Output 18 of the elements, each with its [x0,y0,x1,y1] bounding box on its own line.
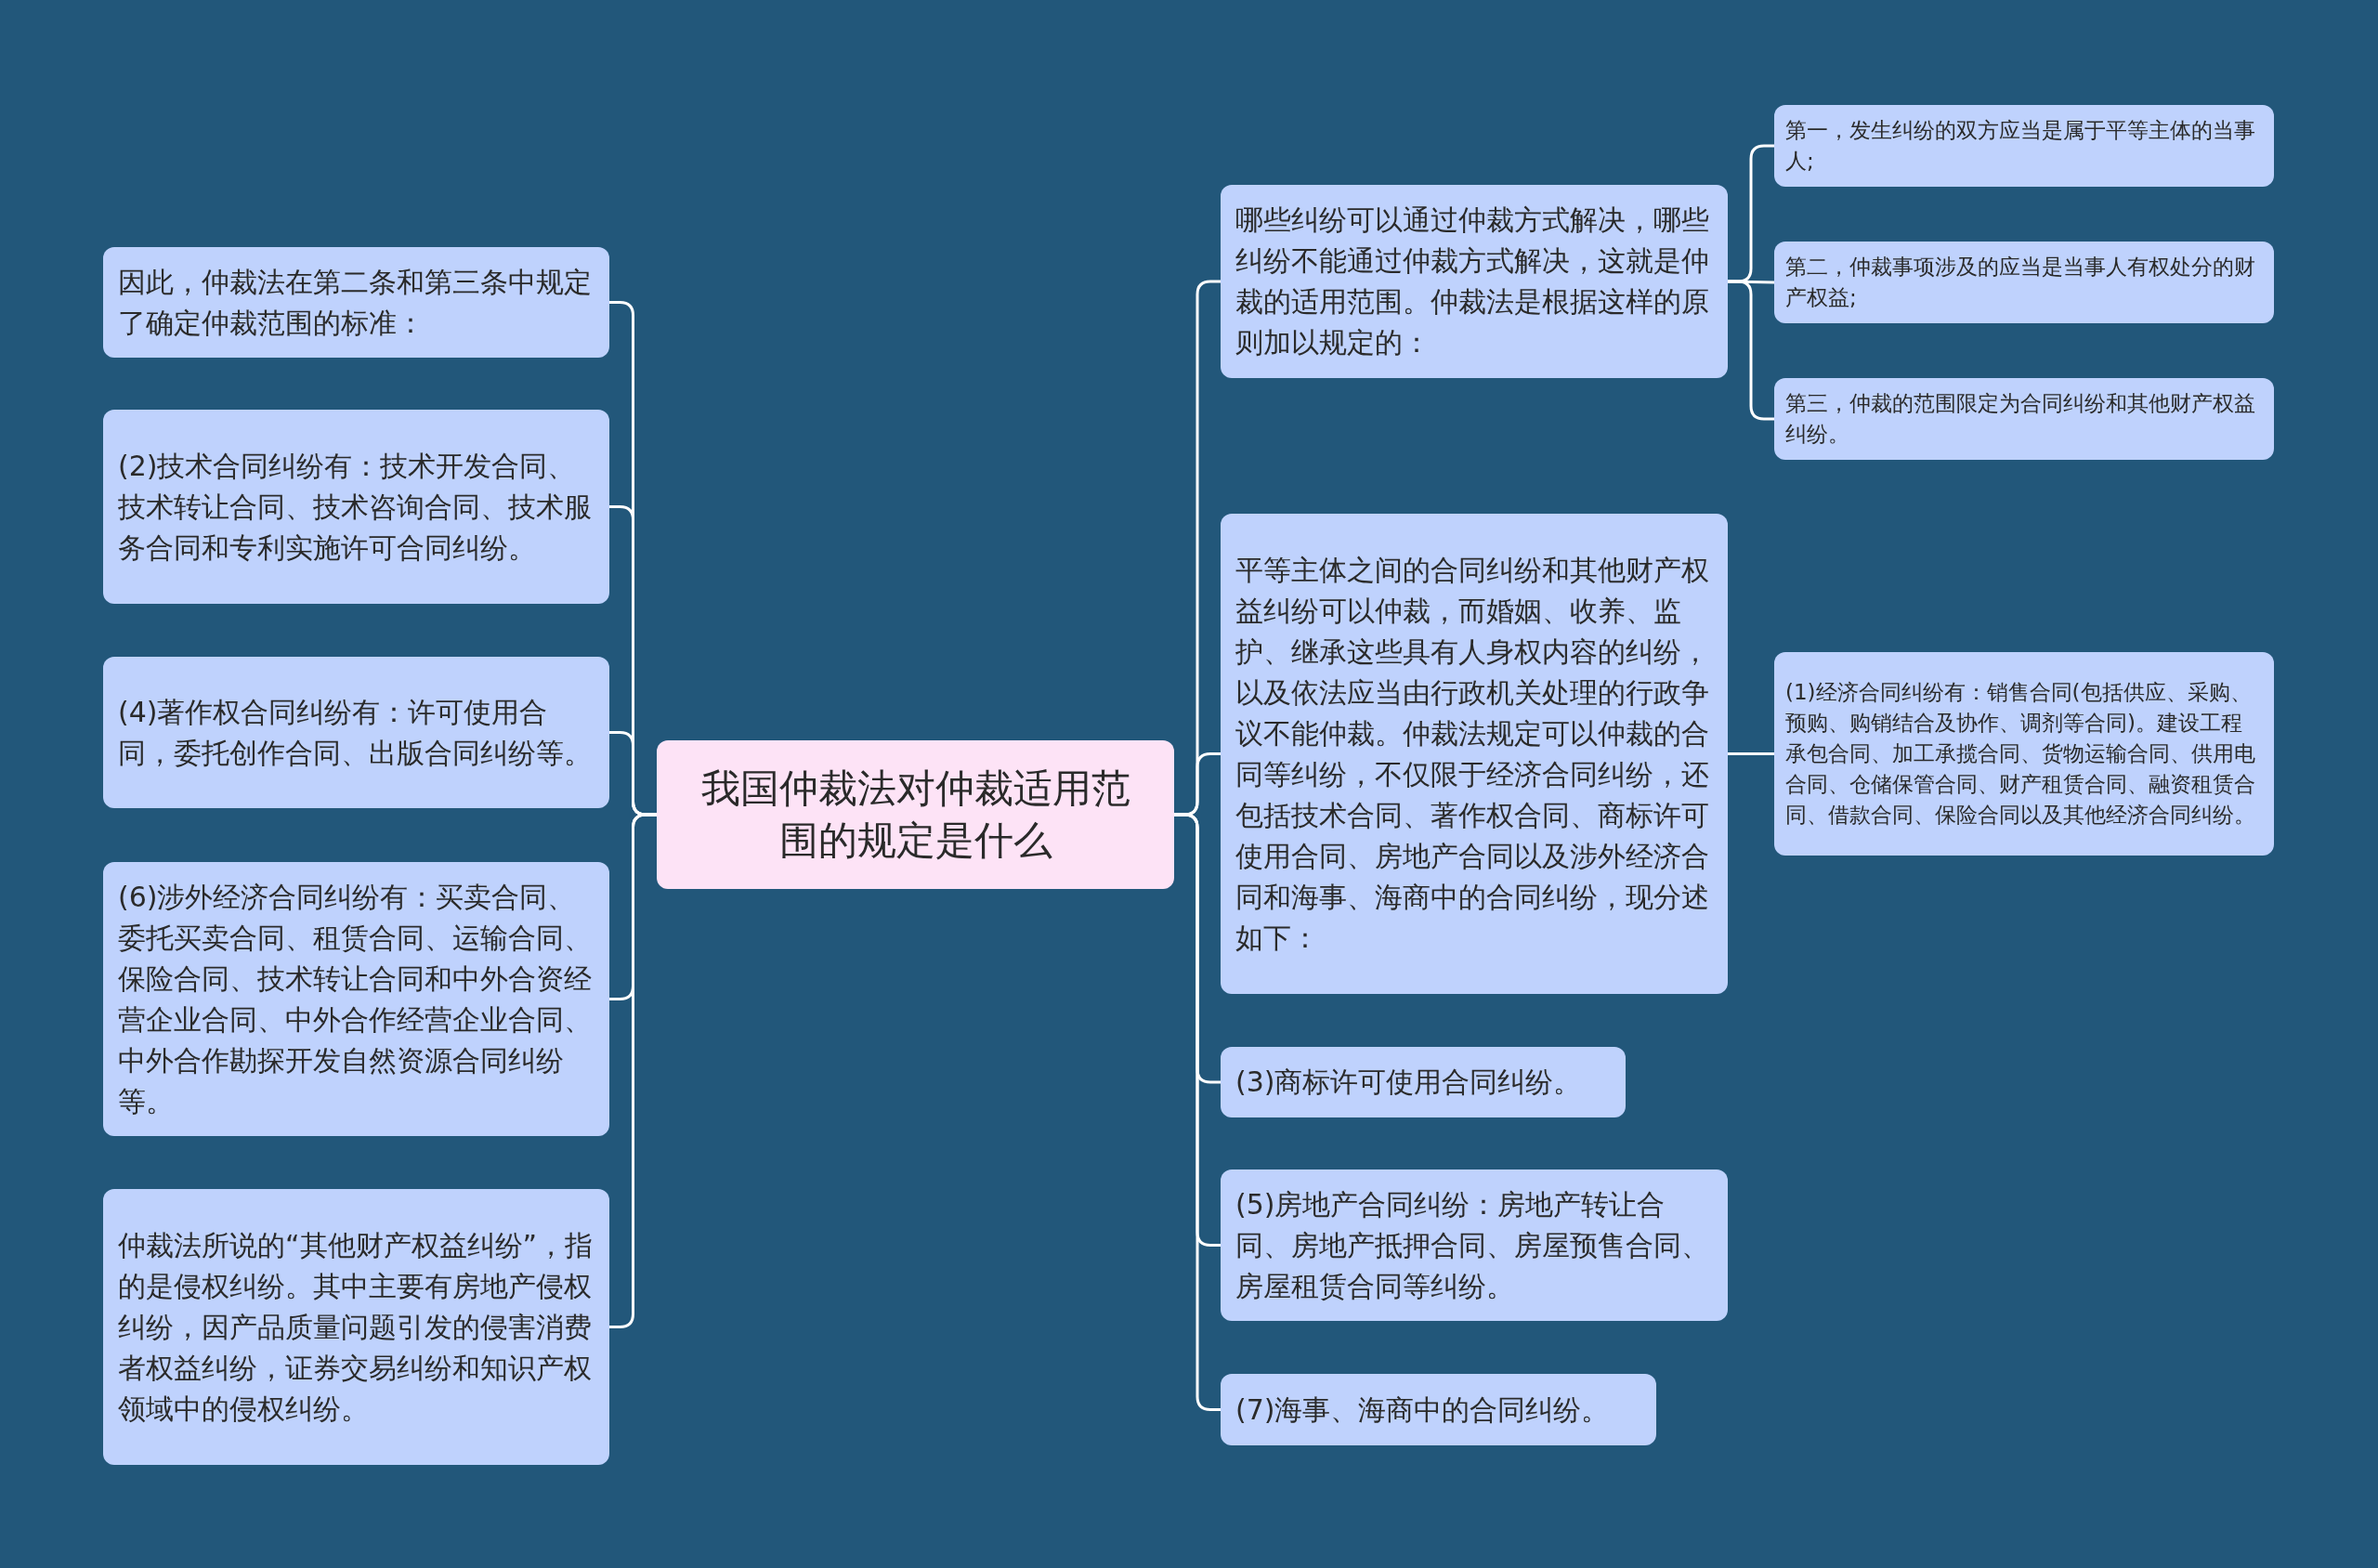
text-box: 仲裁法所说的“其他财产权益纠纷”，指的是侵权纠纷。其中主要有房地产侵权纠纷，因产品质量问题引发的侵害消费者权益纠纷，证券交易纠纷和知识产权领域中的侵权纠纷。 [103,1189,609,1465]
text-box: (3)商标许可使用合同纠纷。 [1221,1047,1626,1117]
text-box: 第二，仲裁事项涉及的应当是当事人有权处分的财产权益; [1774,242,2274,323]
text-box: (7)海事、海商中的合同纠纷。 [1221,1374,1656,1445]
text-box: 平等主体之间的合同纠纷和其他财产权益纠纷可以仲裁，而婚姻、收养、监护、继承这些具有人身权内容的纠纷，以及依法应当由行政机关处理的行政争议不能仲裁。仲裁法规定可以仲裁的合同等纠纷，不仅限于经济合同纠纷，还包括技术合同、著作权合同、商标许可使用合同、房地产合同以及涉外经济合同和海事、海商中的合同纠纷，现分述如下： [1221,514,1728,994]
text-box: (1)经济合同纠纷有：销售合同(包括供应、采购、预购、购销结合及协作、调剂等合同)。建设工程承包合同、加工承揽合同、货物运输合同、供用电合同、仓储保管合同、财产租赁合同、融资租赁合同、借款合同、保险合同以及其他经济合同纠纷。 [1774,652,2274,856]
text-box: 因此，仲裁法在第二条和第三条中规定了确定仲裁范围的标准： [103,247,609,358]
text-box: 第一，发生纠纷的双方应当是属于平等主体的当事人; [1774,105,2274,187]
text-box: (6)涉外经济合同纠纷有：买卖合同、委托买卖合同、租赁合同、运输合同、保险合同、技术转让合同和中外合资经营企业合同、中外合作经营企业合同、中外合作勘探开发自然资源合同纠纷等。 [103,862,609,1136]
connector-line [1728,280,1774,421]
text-box: 哪些纠纷可以通过仲裁方式解决，哪些纠纷不能通过仲裁方式解决，这就是仲裁的适用范围。仲裁法是根据这样的原则加以规定的： [1221,185,1728,378]
text-box: (4)著作权合同纠纷有：许可使用合同，委托创作合同、出版合同纠纷等。 [103,657,609,808]
connector-line [1728,752,1774,755]
connector-line [1174,813,1221,1411]
text-box: (5)房地产合同纠纷：房地产转让合同、房地产抵押合同、房屋预售合同、房屋租赁合同等纠纷。 [1221,1169,1728,1321]
topic-box: 我国仲裁法对仲裁适用范围的规定是什么 [657,740,1174,889]
text-box: (2)技术合同纠纷有：技术开发合同、技术转让合同、技术咨询合同、技术服务合同和专利实施许可合同纠纷。 [103,410,609,604]
text-box: 第三，仲裁的范围限定为合同纠纷和其他财产权益纠纷。 [1774,378,2274,460]
